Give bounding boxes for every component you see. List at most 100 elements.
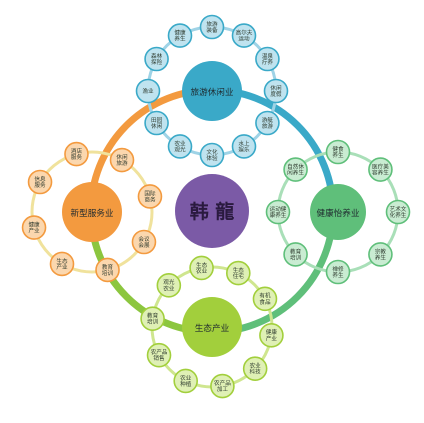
satellite-label: 信息服务 xyxy=(34,175,46,189)
satellite-label: 农产品销售 xyxy=(151,348,168,362)
satellite-circle xyxy=(167,23,193,48)
satellite-eco: 农产品加工 xyxy=(210,373,235,399)
satellite-label: 农产品加工 xyxy=(214,379,231,393)
satellite-label: 农业观光 xyxy=(174,139,186,153)
satellite-label: 生态产业 xyxy=(56,257,68,271)
satellite-circle xyxy=(259,323,284,348)
satellite-eco: 健康产业 xyxy=(259,323,284,348)
satellite-eco: 教育培训 xyxy=(140,306,165,331)
hub-eco: 生态产业 xyxy=(182,297,242,357)
satellite-health: 艺术文化养生 xyxy=(385,199,411,225)
satellite-label: 教育培训 xyxy=(290,247,302,261)
satellite-eco: 生态农业 xyxy=(189,255,214,281)
satellite-circle xyxy=(252,286,278,312)
satellite-label: 旅游装备 xyxy=(206,20,218,34)
satellite-circle xyxy=(368,157,393,182)
satellite-label: 会议会展 xyxy=(138,235,150,249)
satellite-tourism: 游艇旅游 xyxy=(255,110,280,136)
satellite-circle xyxy=(368,242,393,267)
satellite-tourism: 休闲度假 xyxy=(263,78,289,104)
hub-label: 新型服务业 xyxy=(71,207,114,219)
satellite-tourism: 漁业 xyxy=(135,78,161,104)
satellite-label: 生态住宅 xyxy=(233,266,245,280)
center-node: 韩 龍 xyxy=(175,174,249,248)
satellite-circle xyxy=(156,273,182,298)
satellite-circle xyxy=(64,141,89,167)
satellite-circle xyxy=(144,46,169,72)
satellite-label: 田园休闲 xyxy=(151,117,163,130)
satellite-tourism: 水上娱乐 xyxy=(231,134,257,159)
satellite-circle xyxy=(226,260,251,286)
satellite-circle xyxy=(167,134,193,159)
satellite-circle xyxy=(231,23,257,48)
satellite-health: 禅修养生 xyxy=(325,259,351,285)
satellite-label: 医疗美容养生 xyxy=(372,162,389,176)
satellite-circle xyxy=(189,255,214,281)
hub-services: 新型服务业 xyxy=(62,182,122,242)
satellite-circle xyxy=(27,169,53,195)
hub-circle xyxy=(182,297,242,357)
satellite-label: 休闲旅游 xyxy=(116,153,128,167)
satellite-label: 游艇旅游 xyxy=(262,116,274,130)
satellite-label: 教育培训 xyxy=(147,312,159,326)
satellite-label: 休闲度假 xyxy=(270,84,282,98)
satellite-circle xyxy=(131,229,157,255)
satellite-label: 观光农业 xyxy=(163,278,175,292)
satellite-services: 国际商务 xyxy=(137,184,163,209)
hub-health: 健康怡养业 xyxy=(310,184,366,240)
satellite-circle xyxy=(137,184,163,209)
center-label: 韩 龍 xyxy=(190,200,235,223)
satellite-circle xyxy=(231,134,257,159)
satellite-services: 会议会展 xyxy=(131,229,157,255)
satellite-circle xyxy=(199,142,225,168)
satellite-eco: 生态住宅 xyxy=(226,260,251,286)
satellite-circle xyxy=(144,110,169,136)
satellite-circle xyxy=(199,14,225,40)
satellite-label: 健康产业 xyxy=(28,220,40,234)
hub-circle xyxy=(182,61,242,121)
satellite-label: 农业科技 xyxy=(250,362,262,376)
satellite-circle xyxy=(325,139,351,165)
satellite-label: 教育培训 xyxy=(102,263,114,277)
satellite-eco: 有机食品 xyxy=(252,286,278,312)
hub-label: 生态产业 xyxy=(195,322,230,334)
satellite-tourism: 高尔夫运动 xyxy=(231,23,257,48)
satellite-services: 酒店服务 xyxy=(64,141,89,167)
satellite-label: 自然休闲养生 xyxy=(287,162,304,176)
satellite-label: 国际商务 xyxy=(144,189,156,203)
satellite-circle xyxy=(385,199,411,225)
satellite-health: 自然休闲养生 xyxy=(283,157,308,182)
satellite-label: 文化体验 xyxy=(206,148,218,162)
satellite-circle xyxy=(210,373,235,399)
satellite-services: 休闲旅游 xyxy=(109,147,135,173)
satellite-circle xyxy=(265,199,291,225)
satellite-circle xyxy=(283,157,308,182)
hub-label: 旅游休闲业 xyxy=(191,86,234,98)
satellite-circle xyxy=(109,147,135,173)
satellite-health: 教育培训 xyxy=(283,242,308,267)
hub-circle xyxy=(310,184,366,240)
satellite-health: 宗教养生 xyxy=(368,242,393,267)
satellite-circle xyxy=(146,342,172,368)
satellite-label: 温泉疗养 xyxy=(262,52,274,66)
satellite-label: 森林探险 xyxy=(151,52,163,66)
satellite-services: 健康产业 xyxy=(21,215,47,240)
hub-circle xyxy=(62,182,122,242)
satellite-services: 信息服务 xyxy=(27,169,53,195)
satellite-label: 酒店服务 xyxy=(71,147,83,161)
satellite-tourism: 健康养生 xyxy=(167,23,193,48)
satellite-circle xyxy=(135,78,161,104)
satellite-label: 健康产业 xyxy=(266,328,278,342)
satellite-label: 有机食品 xyxy=(259,292,271,306)
satellite-services: 教育培训 xyxy=(95,257,120,283)
satellite-label: 健食养生 xyxy=(332,145,344,159)
satellite-label: 漁业 xyxy=(142,87,154,95)
satellite-health: 运动健康养生 xyxy=(265,199,291,225)
satellite-eco: 农业种植 xyxy=(173,368,198,394)
satellite-circle xyxy=(255,46,280,72)
satellite-circle xyxy=(242,356,268,381)
satellite-label: 生态农业 xyxy=(196,261,208,275)
